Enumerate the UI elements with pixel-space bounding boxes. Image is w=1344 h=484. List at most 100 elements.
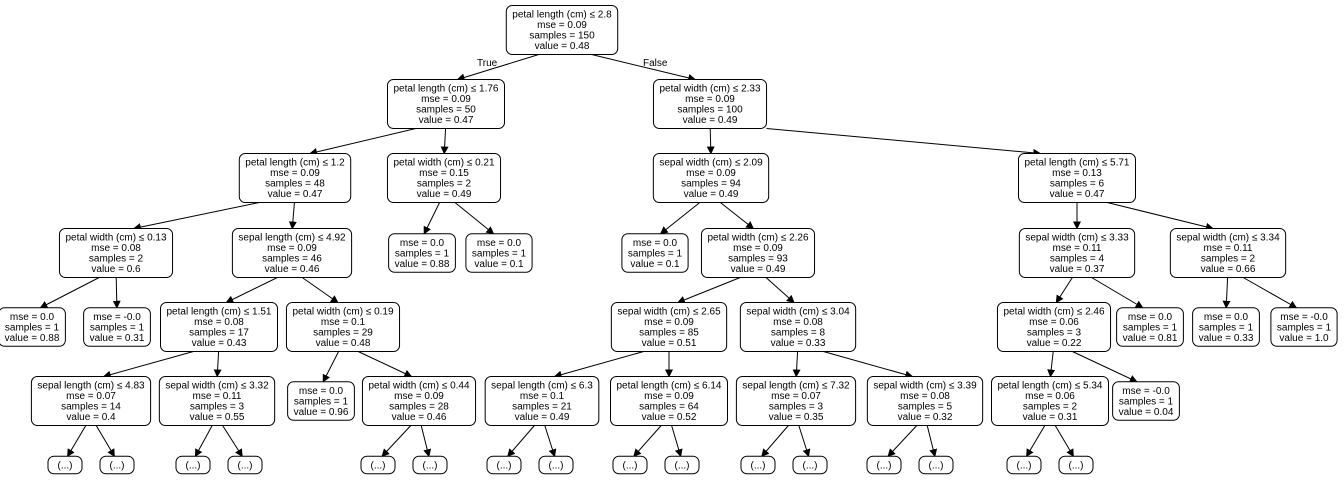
tree-edge <box>1055 277 1073 304</box>
edge-label-true: True <box>477 58 498 69</box>
node-text-line: petal width (cm) ≤ 0.44 <box>368 381 470 392</box>
node-text-line: mse = 0.08 <box>773 317 823 328</box>
node-text-line: mse = 0.1 <box>321 317 366 328</box>
tree-edge <box>132 202 260 231</box>
node-text-line: mse = 0.0 <box>400 238 445 249</box>
tree-edge <box>671 425 683 458</box>
node-text-line: mse = 0.08 <box>194 317 244 328</box>
tree-edge <box>67 425 87 458</box>
tree-edge <box>676 277 741 304</box>
node-text-line: petal length (cm) ≤ 1.76 <box>394 84 499 95</box>
node-box <box>1018 228 1136 278</box>
edges-layer <box>39 54 1298 458</box>
node-text-line: value = 0.49 <box>417 189 472 200</box>
node-text-line: sepal length (cm) ≤ 4.83 <box>37 381 145 392</box>
node-text-line: samples = 1 <box>5 322 60 333</box>
node-text-line: value = 0.43 <box>192 338 247 349</box>
node-text-line: samples = 94 <box>681 179 741 190</box>
node-box <box>47 455 83 475</box>
node-text-line: value = 0.22 <box>1027 338 1082 349</box>
node-box <box>158 376 276 426</box>
node-box <box>1006 455 1042 475</box>
node-text-line: mse = -0.0 <box>93 312 141 323</box>
tree-edge <box>591 54 697 82</box>
node-box <box>866 455 902 475</box>
node-text-line: petal length (cm) ≤ 1.51 <box>167 307 272 318</box>
node-box <box>287 381 355 421</box>
node-text-line: value = 0.52 <box>642 412 697 423</box>
node-text-line: value = 0.33 <box>771 338 826 349</box>
node-box <box>735 376 857 426</box>
node-box <box>412 455 448 475</box>
tree-edge <box>823 351 914 379</box>
node-text-line: sepal width (cm) ≤ 3.34 <box>1176 233 1280 244</box>
node-text-line: samples = 1 <box>472 248 527 259</box>
node-text-line: value = 0.66 <box>1201 264 1256 275</box>
node-text-line: (...) <box>803 460 818 471</box>
node-text-line: (...) <box>675 460 690 471</box>
node-box <box>621 233 689 273</box>
node-box <box>652 153 770 203</box>
node-text-line: mse = 0.11 <box>192 391 241 402</box>
tree-edge <box>288 202 297 230</box>
node-text-line: value = 0.6 <box>91 264 141 275</box>
tree-edge <box>112 277 121 309</box>
tree-edge <box>1072 351 1138 383</box>
node-text-line: value = 0.46 <box>265 264 320 275</box>
node-box <box>484 376 600 426</box>
tree-edge <box>887 425 918 457</box>
node-box <box>0 307 66 347</box>
node-text-line: value = 0.49 <box>515 412 570 423</box>
node-box <box>465 233 533 273</box>
node-text-line: mse = 0.0 <box>1204 312 1249 323</box>
node-text-line: samples = 150 <box>529 31 595 42</box>
node-box <box>792 455 828 475</box>
node-box <box>361 376 477 426</box>
node-text-line: samples = 1 <box>1123 322 1178 333</box>
tree-edge <box>222 425 243 458</box>
truncated-node: (...) <box>792 455 828 475</box>
node-text-line: value = 0.51 <box>642 338 697 349</box>
truncated-node: (...) <box>538 455 574 475</box>
node-box <box>996 302 1112 352</box>
node-box <box>664 455 700 475</box>
node-text-line: mse = 0.09 <box>421 94 471 105</box>
node-text-line: sepal width (cm) ≤ 2.65 <box>617 307 721 318</box>
truncated-node: (...) <box>99 455 135 475</box>
truncated-node: (...) <box>360 455 396 475</box>
node-text-line: samples = 2 <box>417 179 472 190</box>
node-box <box>739 302 857 352</box>
node-text-line: value = 0.46 <box>392 412 447 423</box>
node-text-line: value = 0.4 <box>66 412 116 423</box>
tree-edge <box>456 54 539 82</box>
node-text-line: mse = 0.06 <box>1029 317 1079 328</box>
node-text-line: samples = 1 <box>1199 322 1254 333</box>
node-text-line: samples = 1 <box>628 248 683 259</box>
tree-edge <box>761 425 789 458</box>
node-text-line: samples = 64 <box>639 402 699 413</box>
tree-edge <box>633 425 662 457</box>
node-text-line: (...) <box>751 460 766 471</box>
node-text-line: samples = 2 <box>1023 402 1078 413</box>
node-text-line: (...) <box>238 460 253 471</box>
node-text-line: (...) <box>186 460 201 471</box>
node-text-line: mse = 0.09 <box>267 243 317 254</box>
node-text-line: mse = 0.09 <box>537 20 587 31</box>
node-box <box>610 376 728 426</box>
node-text-line: samples = 5 <box>898 402 953 413</box>
node-text-line: (...) <box>877 460 892 471</box>
tree-edge <box>1047 351 1056 378</box>
truncated-node: (...) <box>47 455 83 475</box>
node-text-line: value = 0.48 <box>316 338 371 349</box>
truncated-node: (...) <box>227 455 263 475</box>
